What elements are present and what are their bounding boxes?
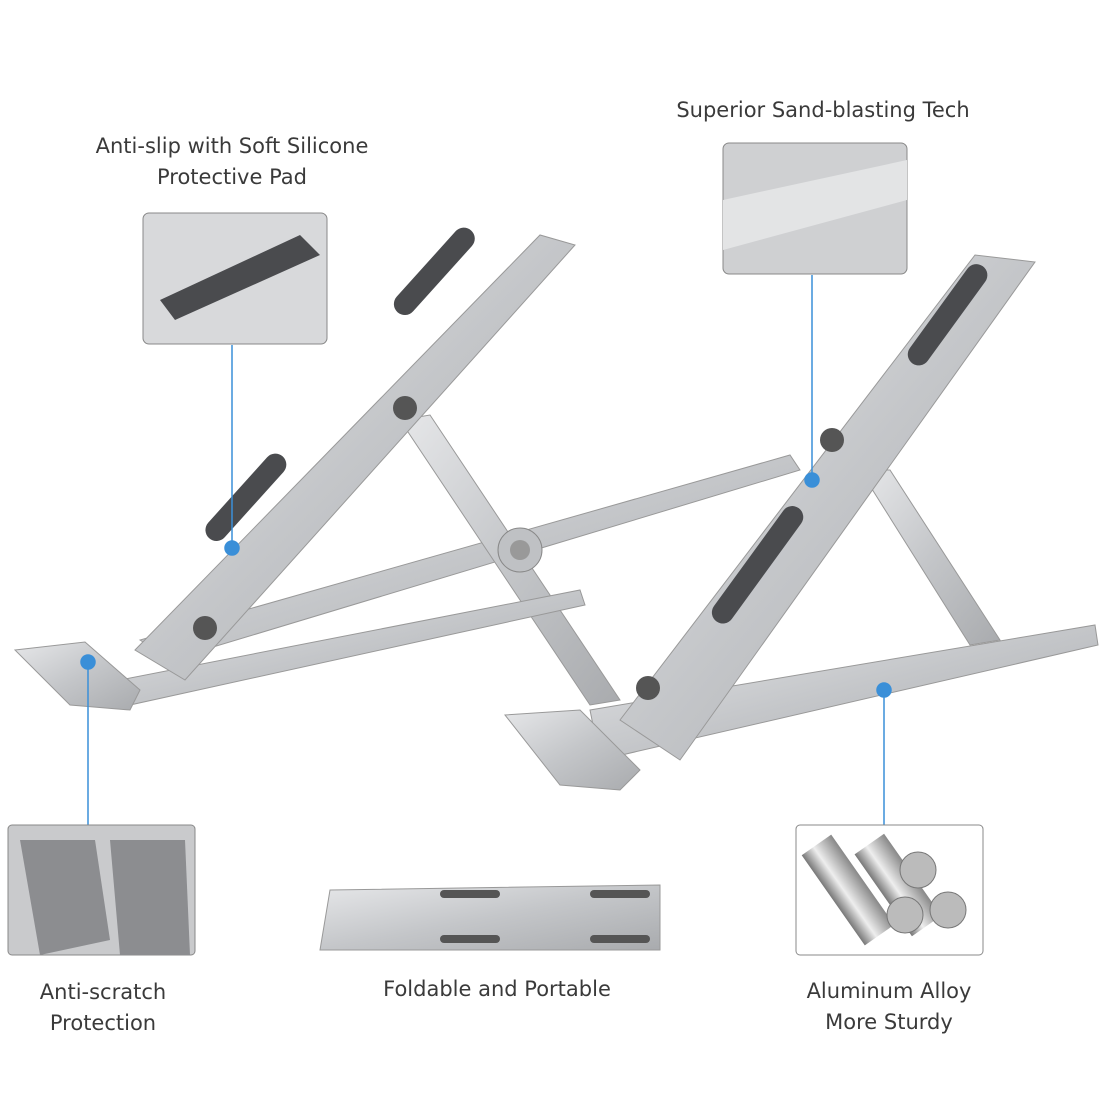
callout-text: Anti-scratch: [39, 980, 167, 1004]
callout-text: Anti-slip with Soft Silicone: [95, 134, 369, 158]
inset-sand-blasting: [722, 142, 908, 275]
callout-text: Foldable and Portable: [383, 977, 611, 1001]
stand-frame: [13, 227, 1099, 791]
inset-aluminum-rods: [795, 824, 984, 956]
callout-text: Aluminum Alloy: [806, 979, 972, 1003]
inset-silicone-pad: [142, 212, 328, 345]
callout-text: Protection: [49, 1011, 157, 1035]
callout-text: More Sturdy: [825, 1010, 953, 1034]
inset-anti-scratch: [7, 824, 196, 956]
callout-anti-slip: Anti-slip with Soft Silicone Protective …: [96, 131, 369, 193]
callout-foldable: Foldable and Portable: [383, 974, 611, 1005]
callout-sand-blasting: Superior Sand-blasting Tech: [676, 95, 969, 126]
callout-text: Protective Pad: [156, 165, 308, 189]
callout-aluminum: Aluminum Alloy More Sturdy: [807, 976, 972, 1038]
inset-folded-stand: [319, 884, 661, 951]
callout-lines: [80, 275, 892, 825]
callout-anti-scratch: Anti-scratch Protection: [40, 977, 166, 1039]
callout-text: Superior Sand-blasting Tech: [676, 98, 970, 122]
